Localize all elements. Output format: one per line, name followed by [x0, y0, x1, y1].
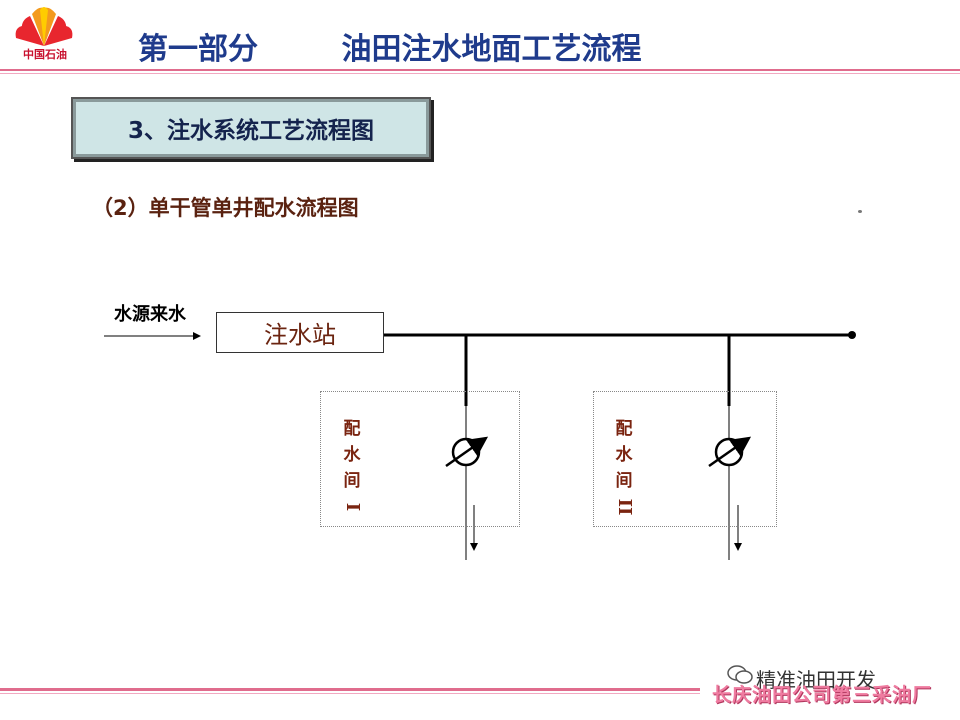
injection-station-label: 注水站 — [264, 321, 336, 349]
footer-divider — [0, 688, 700, 691]
distribution-room-2-label: 配 水 间 II — [614, 419, 635, 516]
pipe-end-dot — [848, 331, 856, 339]
section-heading-box: 3、注水系统工艺流程图 — [71, 97, 431, 159]
header-divider — [0, 69, 960, 71]
water-source-label: 水源来水 — [114, 304, 186, 325]
header-divider-thin — [0, 73, 960, 74]
distribution-room-2 — [593, 391, 777, 527]
watermark-text: 精准油田开发 — [756, 668, 876, 692]
distribution-room-1 — [320, 391, 520, 527]
footer-divider-thin — [0, 693, 700, 694]
injection-station-box: 注水站 — [216, 312, 384, 353]
valve-slash-1 — [445, 436, 489, 468]
slide-title: 第一部分 油田注水地面工艺流程 — [138, 32, 642, 67]
company-footer: 长庆油田公司第三采油厂 — [712, 684, 933, 706]
logo-text: 中国石油 — [23, 48, 67, 61]
petrochina-logo-icon — [12, 2, 76, 66]
wechat-icon — [727, 664, 753, 686]
stray-dot — [858, 210, 862, 213]
valve-slash-2 — [708, 436, 752, 468]
section-heading: 3、注水系统工艺流程图 — [127, 118, 374, 144]
diagram-subtitle: （2）单干管单井配水流程图 — [92, 196, 359, 220]
distribution-room-1-label: 配 水 间 I — [342, 419, 363, 512]
